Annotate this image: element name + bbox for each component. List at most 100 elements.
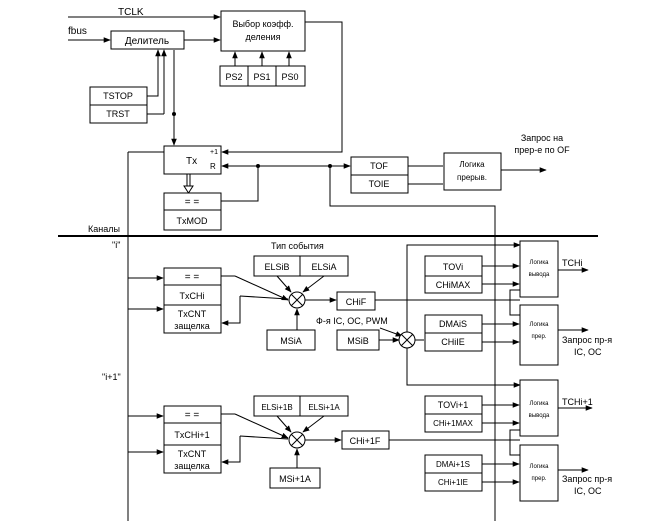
tclk-label: TCLK [118,7,144,18]
overflow-irq-logic-line1: Логика [459,160,485,169]
txch-i-label: TxCHi [180,291,205,301]
txcnt-i-label: TxCNT [178,309,207,319]
chf-i-to-irq [509,300,520,316]
mux-i-cross-2 [290,293,304,307]
msa-i1-register [269,467,321,489]
mux-i1-cross-2 [290,433,304,447]
junction-dot [172,112,176,116]
chf-i-register [336,291,376,311]
overflow-irq-req-line1: Запрос на [521,133,563,143]
latch-i-label: защелка [174,321,210,331]
irq-logic-i1-line2: прер. [532,476,547,482]
irq-logic-i1 [519,444,559,502]
dmas-i1-label: DMAi+1S [436,460,470,469]
tx-label: Tx [186,156,197,167]
overflow-irq-logic-line2: прерыв. [457,173,487,182]
cmp-i1-to-mux [234,413,289,439]
tx-counter [163,145,222,175]
out-logic-i1-line1: Логика [530,401,550,407]
latch-i1-label: защелка [174,461,210,471]
channel-i: "i" Тип события = = TxCHi TxCNT защелка … [112,240,612,388]
msb-i-label: MSiB [347,336,369,346]
irq-logic-i [519,304,559,366]
overflow-irq-req-line2: прер-е по OF [514,145,570,155]
chie-i-label: CHiIE [441,337,465,347]
ps0-label: PS0 [281,72,298,82]
dmas-i-label: DMAiS [439,319,467,329]
tch-i1-label: TCHi+1 [562,397,593,407]
out-logic-i [519,240,559,298]
channel-i-label: "i" [112,240,120,250]
mode-mux-cross-2 [400,333,414,347]
tstop-to-divider [147,49,161,97]
cmp-i1-label: = = [185,410,200,421]
out-logic-i-line1: Логика [530,260,550,266]
elsa-i1-arrow [302,415,325,433]
overflow-line-to-channels [329,166,496,521]
chmax-i-label: CHiMAX [436,280,471,290]
cmp-i-to-mux [234,275,289,301]
elsa-i-arrow [302,275,325,293]
msa-i-label: MSiA [280,336,302,346]
divider-label: Делитель [125,36,169,47]
irq-i-req-line2: IC, OC [574,347,602,357]
tof-label: TOF [370,161,388,171]
event-type-label: Тип события [271,241,324,251]
chie-i1-label: CHi+1IE [438,478,468,487]
chf-i-label: CHiF [346,297,367,307]
ps0-register [275,65,306,87]
txcnt-latch-i1 [163,444,222,474]
mux-i1-latch-link [239,435,289,440]
counter-section: Tx +1 R = = TxMOD TOF TOIE Логика прерыв… [127,133,570,521]
mux-i-to-latch [221,296,241,326]
channel-i1: "i+1" = = TxCHi+1 TxCNT защелка ELSi+1B … [102,372,612,502]
cmp-i-label: = = [185,272,200,283]
func-arrow [379,327,403,337]
clock-section: TCLK fbus Делитель Выбор коэфф. деления … [68,7,343,155]
trst-label: TRST [106,109,130,119]
irq-i1-req-line2: IC, OC [574,486,602,496]
elsa-i1-label: ELSi+1A [308,403,340,412]
ps1-label: PS1 [253,72,270,82]
ps2-label: PS2 [225,72,242,82]
mux-i-latch-link [239,295,289,300]
txch-i1-label: TxCHi+1 [174,430,209,440]
channel-i1-label: "i+1" [102,372,121,382]
msa-i1-label: MSi+1A [279,474,311,484]
chmax-i1-label: CHi+1MAX [433,419,473,428]
msa-i-register [266,329,316,351]
tch-i-label: TCHi [562,258,583,268]
tstop-label: TSTOP [103,91,133,101]
overflow-irq-logic [443,152,502,191]
txmod-label: TxMOD [177,216,208,226]
prescaler-select-line1: Выбор коэфф. [232,19,293,29]
out-logic-i1 [519,379,559,437]
chf-i-to-out [509,289,520,300]
tx-cmp-label: = = [185,197,200,208]
prescaler-select-line2: деления [245,32,280,42]
chf-i1-label: CHi+1F [350,436,381,446]
select-to-counter [221,21,343,155]
irq-i1-req-line1: Запрос пр-я [562,474,612,484]
mode-to-out-logic [406,242,521,332]
irq-i-req-line1: Запрос пр-я [562,335,612,345]
mod-to-reset [221,163,259,202]
elsb-i-arrow [276,275,292,293]
counter-bus-arrow [183,185,194,194]
chf-i1-to-out [509,429,520,440]
tov-i1-label: TOVi+1 [438,400,468,410]
out-logic-i-line2: вывода [529,272,550,278]
elsa-i-label: ELSiA [311,262,336,272]
irq-logic-i-line2: прер. [532,334,547,340]
tx-r-label: R [210,162,216,171]
irq-logic-i1-line1: Логика [530,464,550,470]
elsb-i-label: ELSiB [264,262,289,272]
junction-dot [256,164,260,168]
mode-to-next-channel [406,348,521,388]
fbus-label: fbus [68,26,87,37]
func-label: Ф-я IC, OC, PWM [316,316,388,326]
prescaler-select-block [220,10,306,52]
elsb-i1-arrow [276,415,292,433]
elsb-i1-label: ELSi+1B [261,403,292,412]
